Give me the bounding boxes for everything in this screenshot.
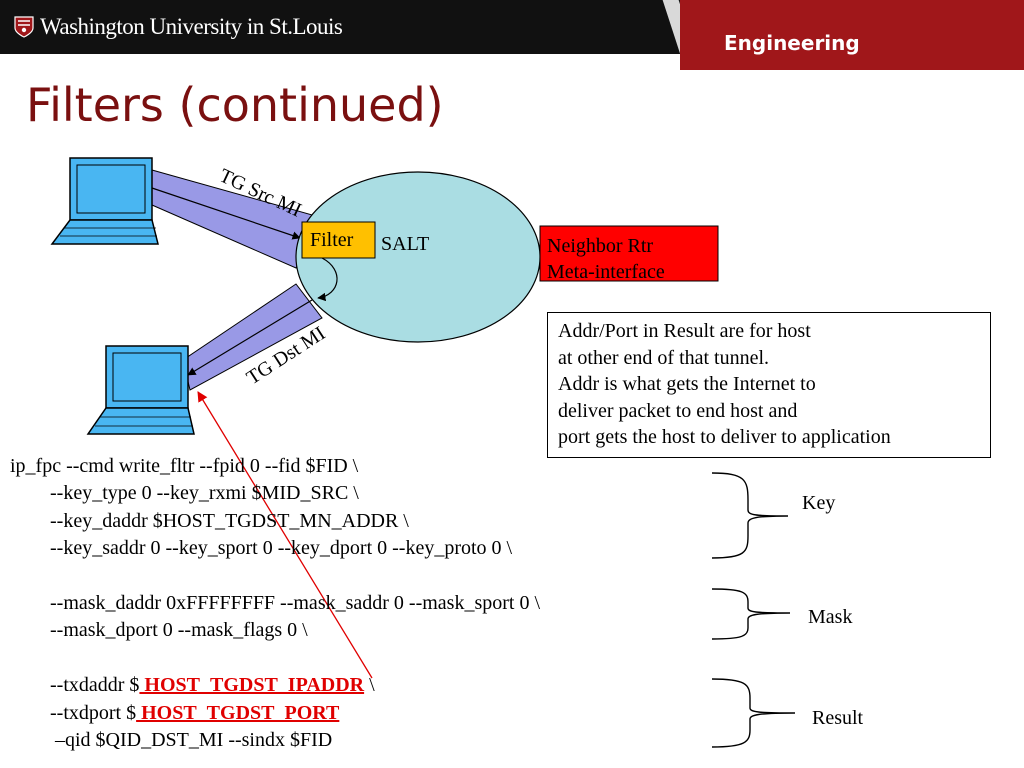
blank-line	[10, 645, 540, 672]
source-laptop-icon	[50, 157, 159, 245]
neighbor-rtr-box	[539, 225, 719, 282]
destination-laptop-icon	[86, 345, 195, 435]
filter-loop-arrow	[317, 257, 338, 302]
filter-label: Filter	[310, 229, 354, 251]
result-label: Result	[812, 707, 864, 729]
note-line: Addr is what gets the Internet to	[558, 373, 816, 395]
neighbor-label-line2: Meta-interface	[547, 261, 665, 283]
command-line: --mask_daddr 0xFFFFFFFF --mask_saddr 0 -…	[50, 591, 541, 614]
tg-dst-arrow	[187, 299, 313, 376]
txdport-prefix: --txdport $	[50, 701, 137, 724]
command-line: --key_daddr $HOST_TGDST_MN_ADDR \	[50, 509, 409, 532]
header-red-band	[680, 0, 1024, 70]
tg-dst-tunnel	[182, 283, 323, 391]
command-line: --key_saddr 0 --key_sport 0 --key_dport …	[50, 537, 513, 560]
header-bar: Washington University in St.Louis Engine…	[0, 0, 1024, 70]
command-line: --key_type 0 --key_rxmi $MID_SRC \	[50, 482, 359, 505]
command-line: ip_fpc --cmd write_fltr --fpid 0 --fid $…	[10, 455, 359, 477]
note-line: at other end of that tunnel.	[558, 346, 770, 369]
command-line: –qid $QID_DST_MI --sindx $FID	[55, 728, 333, 751]
command-line: --txdport $ HOST_TGDST_PORT	[10, 700, 540, 727]
filter-command: ip_fpc --cmd write_fltr --fpid 0 --fid $…	[10, 453, 540, 754]
university-name: Washington University in St.Louis	[40, 14, 343, 39]
salt-label: SALT	[381, 233, 429, 255]
slide-title: Filters (continued)	[26, 78, 444, 132]
note-line: Addr/Port in Result are for host	[558, 320, 811, 342]
key-label: Key	[802, 492, 836, 514]
university-logo: Washington University in St.Louis	[14, 14, 343, 40]
mask-bracket	[711, 588, 791, 640]
filter-box	[301, 221, 376, 259]
key-bracket	[711, 472, 789, 559]
result-pointer-arrow	[197, 391, 373, 679]
txdport-highlight: HOST_TGDST_PORT	[136, 701, 340, 724]
command-line: --mask_dport 0 --mask_flags 0 \	[50, 619, 308, 642]
school-name: Engineering	[724, 31, 860, 55]
txdaddr-prefix: --txdaddr $	[50, 674, 140, 697]
neighbor-label-line1: Neighbor Rtr	[547, 235, 653, 257]
txdaddr-highlight: HOST_TGDST_IPADDR	[139, 674, 365, 697]
university-shield-icon	[14, 16, 34, 38]
note-line: deliver packet to end host and	[558, 399, 798, 422]
command-line: --txdaddr $ HOST_TGDST_IPADDR \	[10, 672, 540, 699]
mask-label: Mask	[808, 606, 853, 628]
result-bracket	[711, 678, 796, 748]
tg-src-arrow	[151, 187, 301, 240]
note-line: port gets the host to deliver to applica…	[558, 426, 891, 448]
txdaddr-suffix: \	[364, 674, 375, 697]
blank-line	[10, 563, 540, 590]
result-explanation-box: Addr/Port in Result are for host at othe…	[547, 312, 991, 458]
